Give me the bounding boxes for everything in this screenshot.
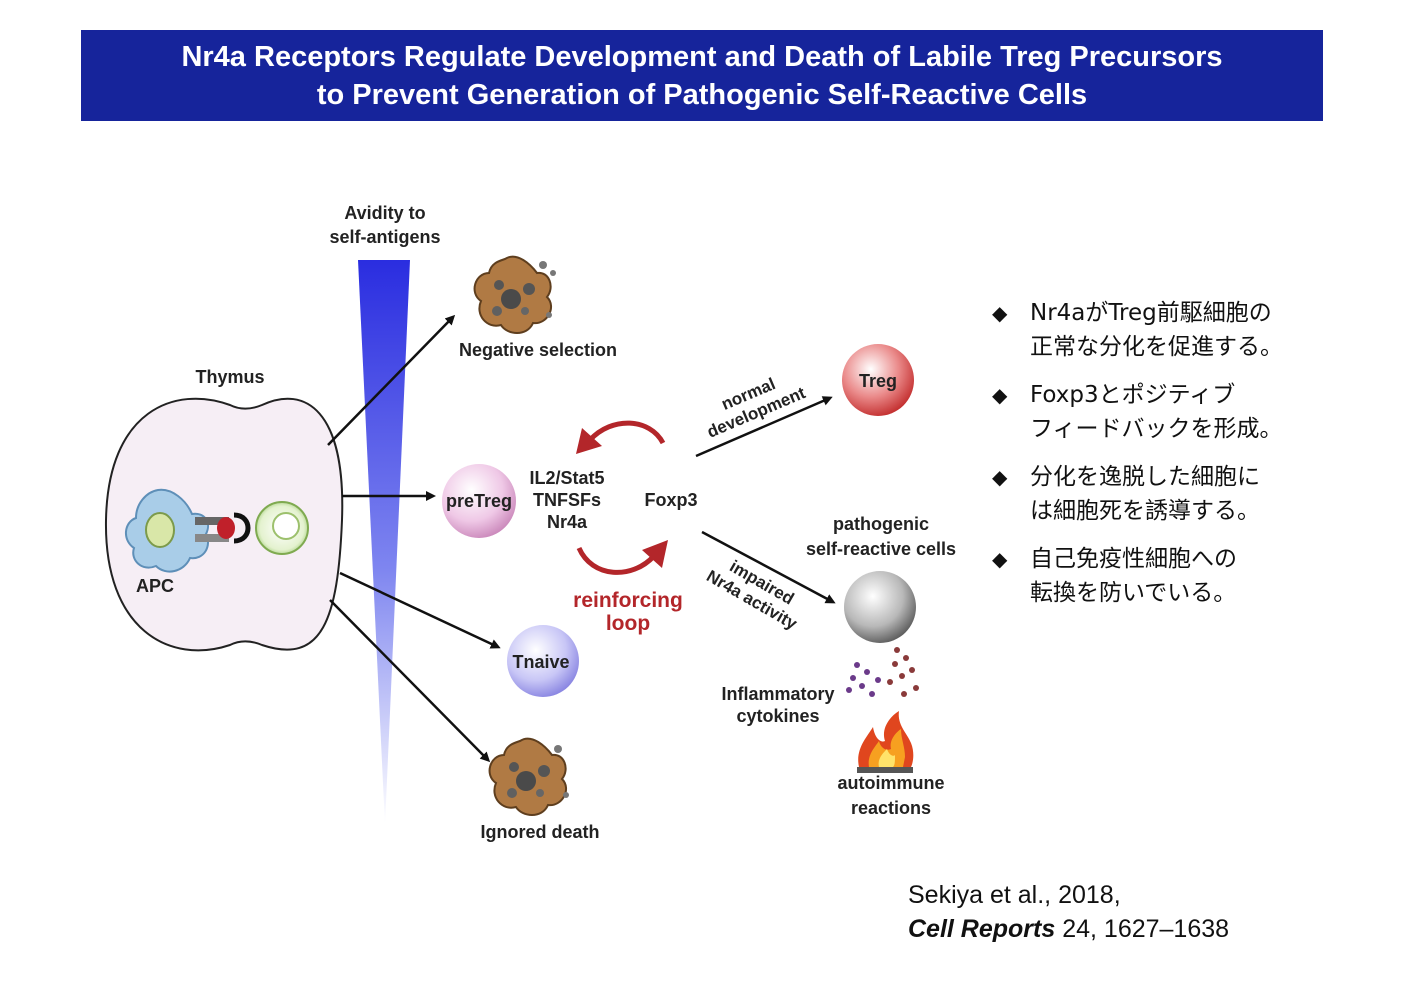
apc-label: APC (136, 576, 174, 596)
fire-icon (857, 711, 914, 773)
bullet-line-1: Foxp3とポジティブ (1030, 382, 1236, 408)
ignored-death-label: Ignored death (480, 822, 599, 842)
negative-selection-label: Negative selection (459, 340, 617, 360)
bullet-item: ◆ Nr4aがTreg前駆細胞の 正常な分化を促進する。 (992, 296, 1392, 364)
arrow-to-ignored-death (329, 599, 491, 763)
pretreg-cell (442, 464, 516, 538)
factor-tnfsfs: TNFSFs (533, 490, 601, 510)
citation-volume: 24, 1627–1638 (1055, 915, 1230, 943)
bullet-line-2: は細胞死を誘導する。 (1030, 498, 1260, 524)
arrow-to-negative-selection (327, 314, 456, 446)
loop-arrow-top (588, 420, 666, 445)
avidity-label-2: self-antigens (329, 227, 440, 247)
reactions-label: reactions (851, 798, 931, 818)
reinforcing-loop-label-1: reinforcing (573, 589, 683, 612)
bullet-line-1: 分化を逸脱した細胞に (1030, 464, 1260, 490)
bullet-item: ◆ 分化を逸脱した細胞に は細胞死を誘導する。 (992, 460, 1392, 528)
citation-authors: Sekiya et al., 2018, (908, 881, 1121, 909)
bullet-item: ◆ Foxp3とポジティブ フィードバックを形成。 (992, 378, 1392, 446)
pathogenic-label: pathogenic (833, 514, 929, 534)
bullet-line-2: フィードバックを形成。 (1030, 416, 1283, 442)
tcr-receptor (233, 512, 251, 544)
mhc-upper (195, 517, 229, 525)
title-line-2: to Prevent Generation of Pathogenic Self… (316, 78, 1088, 111)
loop-arrowhead-bottom (642, 540, 668, 568)
mhc-lower (195, 534, 229, 542)
dying-cell-icon (488, 737, 569, 816)
factor-il2-stat5: IL2/Stat5 (529, 468, 604, 488)
bullet-item: ◆ 自己免疫性細胞への 転換を防いでいる。 (992, 542, 1392, 610)
citation-journal: Cell Reports (908, 915, 1056, 943)
summary-bullets: ◆ Nr4aがTreg前駆細胞の 正常な分化を促進する。 ◆ Foxp3とポジテ… (992, 296, 1392, 624)
pretreg-label: preTreg (446, 491, 512, 511)
apc-cell-icon (125, 488, 210, 573)
loop-arrow-bottom (576, 546, 656, 575)
citation-journal-line: Cell Reports 24, 1627–1638 (908, 912, 1229, 946)
arrow-to-tnaive (339, 571, 501, 649)
cytokines-label: cytokines (736, 706, 819, 726)
avidity-gradient (358, 260, 410, 825)
antigen-peptide (217, 517, 235, 539)
factor-nr4a: Nr4a (547, 512, 588, 532)
loop-arrowhead-top (576, 428, 602, 454)
bullet-line-2: 正常な分化を促進する。 (1030, 334, 1283, 360)
diamond-bullet-icon: ◆ (992, 301, 1008, 325)
citation: Sekiya et al., 2018, Cell Reports 24, 16… (908, 878, 1229, 946)
foxp3-label: Foxp3 (644, 490, 697, 510)
pathogenic-cell (844, 571, 916, 643)
diamond-bullet-icon: ◆ (992, 465, 1008, 489)
self-reactive-cells-label: self-reactive cells (806, 539, 956, 559)
bullet-line-1: 自己免疫性細胞への (1030, 546, 1237, 572)
tnaive-cell (507, 625, 579, 697)
diamond-bullet-icon: ◆ (992, 547, 1008, 571)
reinforcing-loop-label-2: loop (606, 612, 650, 635)
title-banner: Nr4a Receptors Regulate Development and … (81, 30, 1323, 121)
bullet-line-1: Nr4aがTreg前駆細胞の (1030, 300, 1272, 326)
treg-cell (842, 344, 914, 416)
dying-cell-icon (473, 255, 556, 334)
autoimmune-label: autoimmune (837, 773, 944, 793)
avidity-label-1: Avidity to (344, 203, 425, 223)
thymus-label: Thymus (195, 367, 264, 387)
inflammatory-label: Inflammatory (721, 684, 834, 704)
arrow-normal-development (695, 396, 833, 458)
cytokine-dots (846, 647, 919, 697)
bullet-line-2: 転換を防いでいる。 (1030, 580, 1237, 606)
treg-label: Treg (859, 371, 897, 391)
arrow-impaired-nr4a (701, 530, 836, 604)
tnaive-label: Tnaive (512, 652, 569, 672)
t-cell-icon (255, 501, 309, 555)
title-line-1: Nr4a Receptors Regulate Development and … (181, 40, 1223, 73)
diamond-bullet-icon: ◆ (992, 383, 1008, 407)
